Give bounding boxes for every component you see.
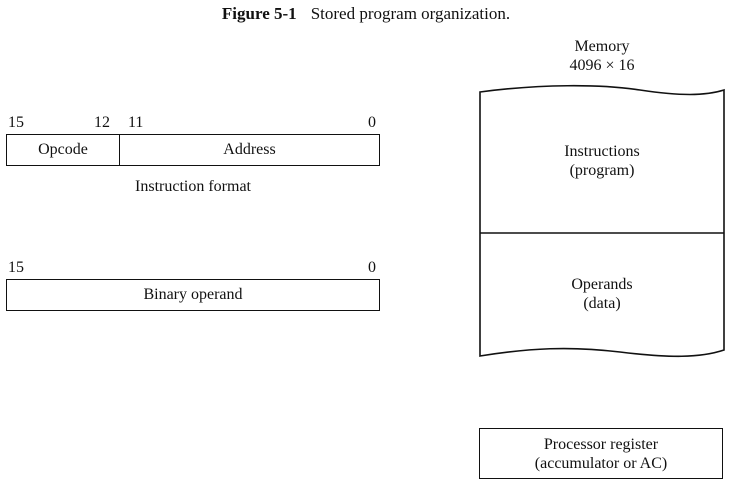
figure-number: Figure 5-1 [221, 4, 297, 23]
memory-title-name: Memory [574, 38, 630, 55]
operands-label: Operands [571, 276, 633, 293]
instruction-bit-12: 12 [94, 114, 110, 131]
memory-size: 4096 × 16 [569, 57, 635, 74]
binary-operand-label: Binary operand [143, 286, 243, 303]
instructions-sublabel: (program) [569, 162, 635, 179]
processor-register: Processor register (accumulator or AC) [479, 428, 723, 479]
memory-instructions-section: Instructions (program) [480, 142, 724, 180]
instruction-format-register: Opcode Address [6, 134, 380, 166]
figure-title: Stored program organization. [310, 4, 511, 23]
binary-operand-register: Binary operand [6, 279, 380, 311]
instructions-label: Instructions [564, 143, 640, 160]
opcode-label: Opcode [38, 141, 88, 158]
address-field: Address [120, 135, 379, 165]
address-label: Address [223, 141, 276, 158]
instruction-bit-15: 15 [8, 114, 24, 131]
processor-register-label: Processor register [543, 435, 659, 453]
operand-bit-15: 15 [8, 259, 24, 276]
instruction-format-caption: Instruction format [135, 178, 251, 195]
instruction-bit-0: 0 [368, 114, 376, 131]
memory-title: Memory 4096 × 16 [480, 37, 724, 75]
memory-outline [479, 84, 725, 358]
figure-caption: Figure 5-1 Stored program organization. [0, 4, 732, 24]
instruction-bit-11: 11 [128, 114, 144, 131]
operand-bit-0: 0 [368, 259, 376, 276]
operands-sublabel: (data) [583, 295, 621, 312]
opcode-field: Opcode [7, 135, 120, 165]
memory-operands-section: Operands (data) [480, 275, 724, 313]
processor-register-sublabel: (accumulator or AC) [534, 454, 668, 472]
